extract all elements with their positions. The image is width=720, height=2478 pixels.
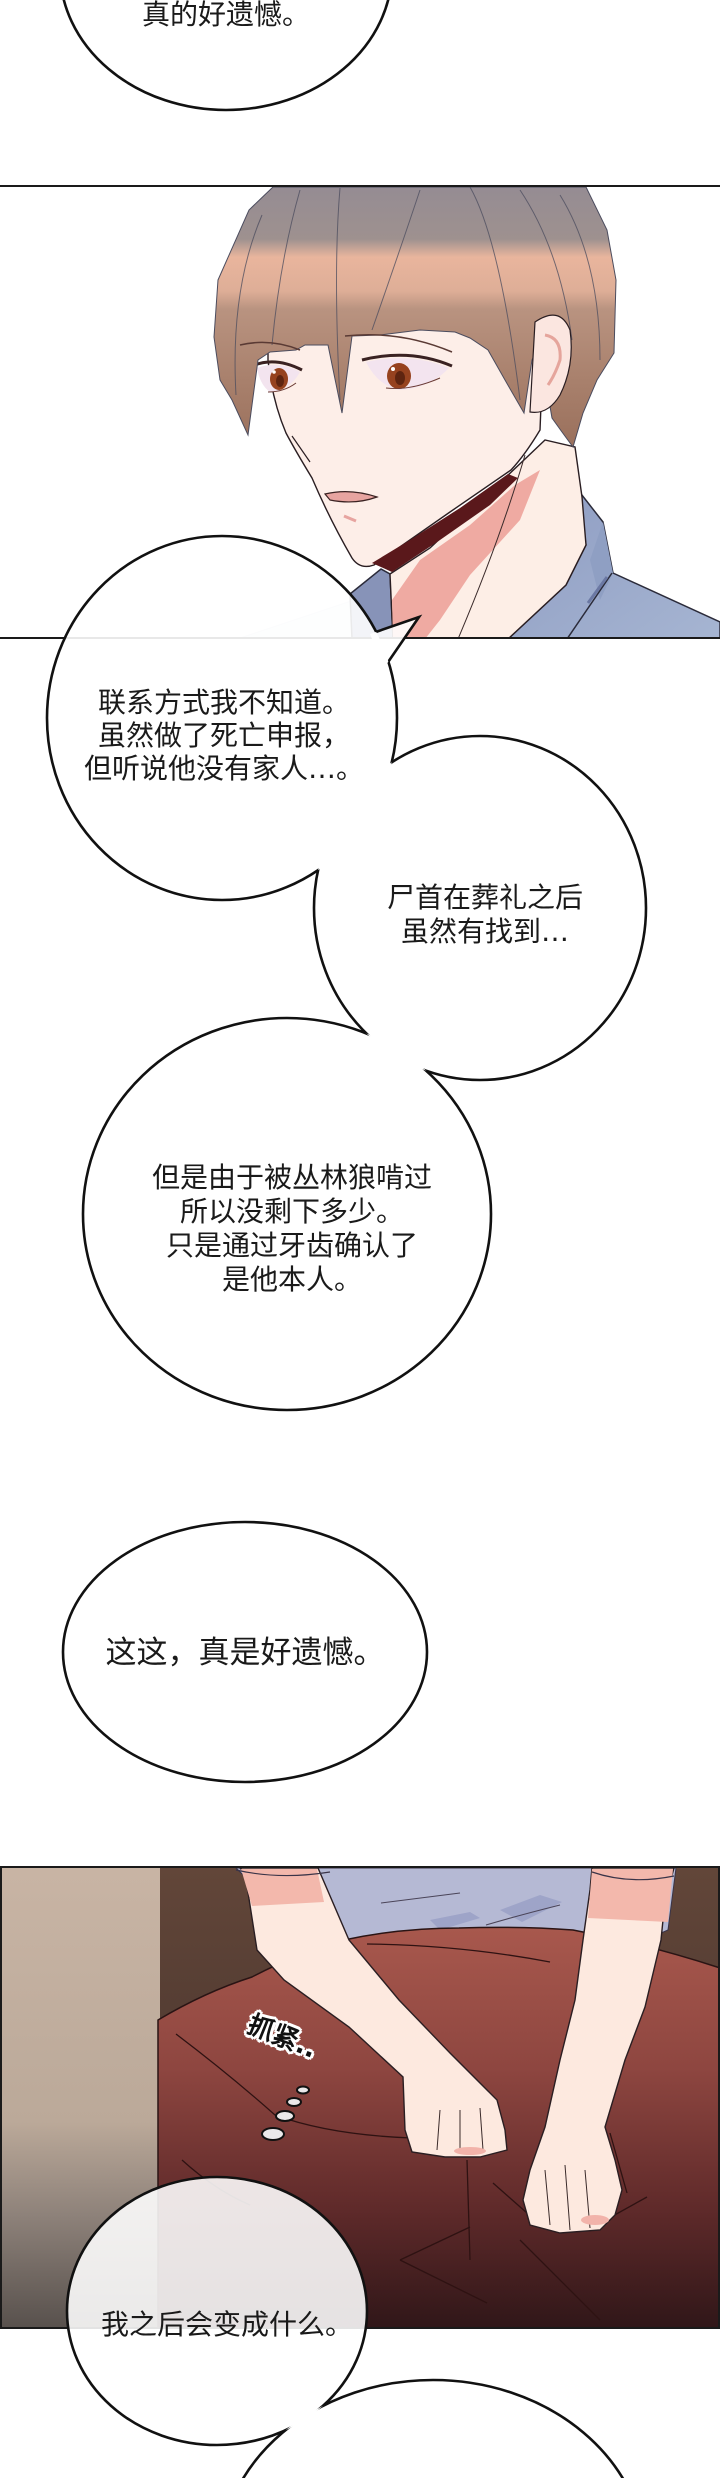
- hair-strand: [234, 214, 263, 396]
- left-pupil: [276, 375, 284, 387]
- left-knuckle-blush: [454, 2147, 486, 2155]
- left-lower-lid: [267, 382, 297, 393]
- hair-strand: [336, 187, 341, 401]
- fold-line: [366, 1943, 551, 1963]
- left-eye-highlight: [272, 370, 276, 374]
- left-sleeve-edge: [235, 1869, 331, 1877]
- bubble-text-line: 虽然有找到…: [400, 915, 570, 948]
- fold-line: [466, 2159, 471, 2261]
- speech-bubble-7-outline: [241, 2378, 625, 2478]
- bubble-text-line: 但听说他没有家人…。: [83, 752, 365, 785]
- hair-strand: [519, 189, 573, 341]
- eyes: [251, 353, 453, 393]
- chin-blush: [343, 514, 357, 523]
- left-eyebrow: [239, 341, 301, 351]
- left-upper-arm-shadow: [241, 1869, 324, 1906]
- hair-strand: [271, 189, 301, 346]
- speech-bubble-2-text: 联系方式我不知道。 虽然做了死亡申报， 但听说他没有家人…。: [84, 686, 364, 785]
- nose-line: [291, 435, 311, 463]
- speech-bubble-3-text: 尸首在葬礼之后 虽然有找到…: [387, 881, 583, 949]
- fold-line: [519, 2239, 601, 2321]
- bubble-text-line: 我之后会变成什么。: [100, 2308, 354, 2341]
- right-eye: [361, 353, 453, 390]
- shirt-fold: [430, 1912, 480, 1930]
- hair-strand: [469, 187, 521, 401]
- hands-illustration: [2, 1868, 718, 2327]
- fold-line: [175, 2033, 413, 2139]
- right-lower-lid: [385, 377, 441, 389]
- left-eye: [251, 360, 303, 393]
- wall: [2, 1868, 160, 2327]
- jaw-shadow: [372, 474, 518, 572]
- collar-line: [567, 572, 613, 637]
- ear-inner: [544, 333, 562, 386]
- finger-line: [479, 2107, 484, 2151]
- thought-dot: [286, 2097, 302, 2107]
- bubble-text-line: 联系方式我不知道。: [97, 686, 351, 719]
- speech-bubble-6-text: 我之后会变成什么。: [101, 2308, 353, 2342]
- hair-strand: [559, 194, 601, 361]
- right-eyelash: [361, 353, 453, 368]
- right-pupil: [395, 371, 405, 385]
- panel-character-portrait: [0, 185, 720, 639]
- hair-mass: [213, 187, 617, 449]
- right-arm-skin: [522, 1868, 675, 2234]
- right-eyebrow: [344, 333, 453, 353]
- bubble-text-line: 真的好遗憾。: [141, 0, 311, 31]
- left-arm-skin: [239, 1868, 508, 2158]
- right-arm: [522, 1868, 675, 2234]
- shirt-fold-line: [485, 1904, 561, 1926]
- hair: [213, 187, 617, 449]
- bubble-text-line: 所以没剩下多少。: [179, 1195, 405, 1228]
- left-hand-fingers: [436, 2107, 484, 2153]
- character-illustration: [213, 187, 720, 637]
- right-knuckle-blush: [581, 2215, 609, 2225]
- shoulder-fold-line: [586, 576, 609, 604]
- panel-hands-gripping-blanket: 抓紧..: [0, 1866, 720, 2329]
- bubble-text-line: 虽然做了死亡申报，: [97, 719, 351, 752]
- bubble-text-line: 尸首在葬礼之后: [386, 881, 584, 914]
- right-sleeve-edge: [591, 1871, 675, 1881]
- finger-line: [544, 2169, 551, 2226]
- neck-line: [458, 454, 526, 637]
- ear-outer: [529, 314, 572, 413]
- hair-strand: [371, 189, 421, 331]
- bubble-text-line: 这这，真是好遗憾。: [105, 1635, 385, 1671]
- left-arm: [235, 1868, 508, 2158]
- ear: [529, 314, 572, 413]
- fold-line: [492, 2182, 528, 2214]
- finger-line: [436, 2109, 441, 2151]
- speech-bubble-7-fill: [243, 2380, 623, 2478]
- bubble-text-line: 是他本人。: [221, 1263, 363, 1296]
- bubble-text-line: 但是由于被丛林狼啃过: [151, 1161, 433, 1194]
- speech-bubble-1-text: 真的好遗憾。: [142, 0, 310, 32]
- hair-strand-lines: [234, 187, 601, 401]
- neck-shadow: [392, 470, 540, 637]
- shirt-fold-line: [380, 1892, 461, 1904]
- speech-bubble-5-text: 这这，真是好遗憾。: [106, 1634, 385, 1672]
- thought-dot: [296, 2085, 310, 2095]
- thought-dots: [261, 2085, 310, 2141]
- mouth: [323, 491, 379, 503]
- bubble-text-line: 只是通过牙齿确认了: [165, 1229, 419, 1262]
- shirt-fold: [500, 1895, 562, 1922]
- fold-line: [399, 2259, 488, 2304]
- shirt-collar-left: [349, 568, 394, 637]
- right-eye-highlight: [391, 367, 395, 371]
- finger-line: [564, 2164, 571, 2231]
- right-upper-arm-shadow: [588, 1869, 673, 1922]
- thought-dot: [275, 2110, 295, 2122]
- thought-dot: [261, 2127, 285, 2141]
- speech-bubble-4-text: 但是由于被丛林狼啃过 所以没剩下多少。 只是通过牙齿确认了 是他本人。: [152, 1161, 432, 1297]
- fold-line: [399, 2226, 471, 2261]
- fold-line: [609, 2132, 628, 2194]
